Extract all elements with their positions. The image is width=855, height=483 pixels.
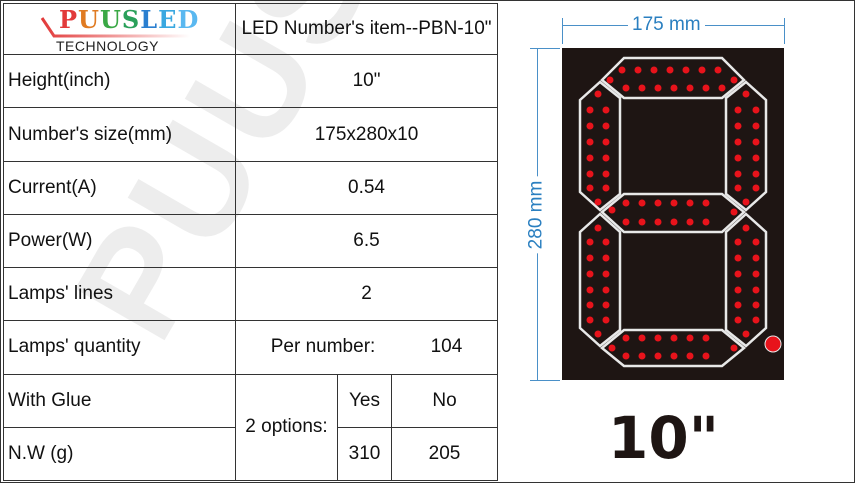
options-count: 2 options: — [235, 373, 338, 482]
spec-label: Lamps' lines — [3, 267, 236, 322]
seven-segment-digit-icon — [578, 56, 782, 368]
spec-value: 10" — [234, 54, 499, 109]
height-label: 280 mm — [525, 176, 548, 254]
spec-value: 175x280x10 — [234, 107, 499, 162]
width-tick-left — [562, 18, 563, 44]
size-label: 10" — [608, 404, 719, 472]
option-label: With Glue — [3, 373, 236, 428]
width-label: 175 mm — [628, 14, 705, 36]
brand-name: PUUSLED — [59, 5, 200, 35]
spec-value: 0.54 — [234, 160, 499, 215]
brand-subtitle: TECHNOLOGY — [56, 38, 160, 55]
product-title: LED Number's item--PBN-10" — [234, 2, 499, 56]
spec-table: PUUSLED TECHNOLOGY LED Number's item--PB… — [3, 2, 499, 482]
spec-label: Number's size(mm) — [3, 107, 236, 162]
lamps-quantity-cell: Per number: 104 — [234, 320, 499, 375]
option-no: No — [390, 373, 499, 428]
spec-value: 2 — [234, 267, 499, 322]
seven-segment-board — [562, 48, 784, 380]
per-number-label: Per number: — [270, 336, 376, 358]
option-label: N.W (g) — [3, 426, 236, 482]
spec-label: Height(inch) — [3, 54, 236, 109]
decimal-point-led — [764, 335, 782, 353]
logo-cell: PUUSLED TECHNOLOGY — [3, 2, 236, 56]
brand-logo: PUUSLED TECHNOLOGY — [4, 4, 235, 54]
lamps-quantity-value: 104 — [430, 336, 463, 358]
spec-label: Lamps' quantity — [3, 320, 236, 375]
spec-label: Power(W) — [3, 213, 236, 269]
width-tick-right — [784, 18, 785, 44]
weight-without-glue: 205 — [390, 426, 499, 482]
spec-label: Current(A) — [3, 160, 236, 215]
option-yes: Yes — [337, 373, 392, 428]
logo-swoosh-icon — [40, 17, 190, 38]
weight-with-glue: 310 — [337, 426, 392, 482]
height-tick-top — [530, 48, 560, 49]
height-tick-bottom — [530, 380, 560, 381]
spec-value: 6.5 — [234, 213, 499, 269]
